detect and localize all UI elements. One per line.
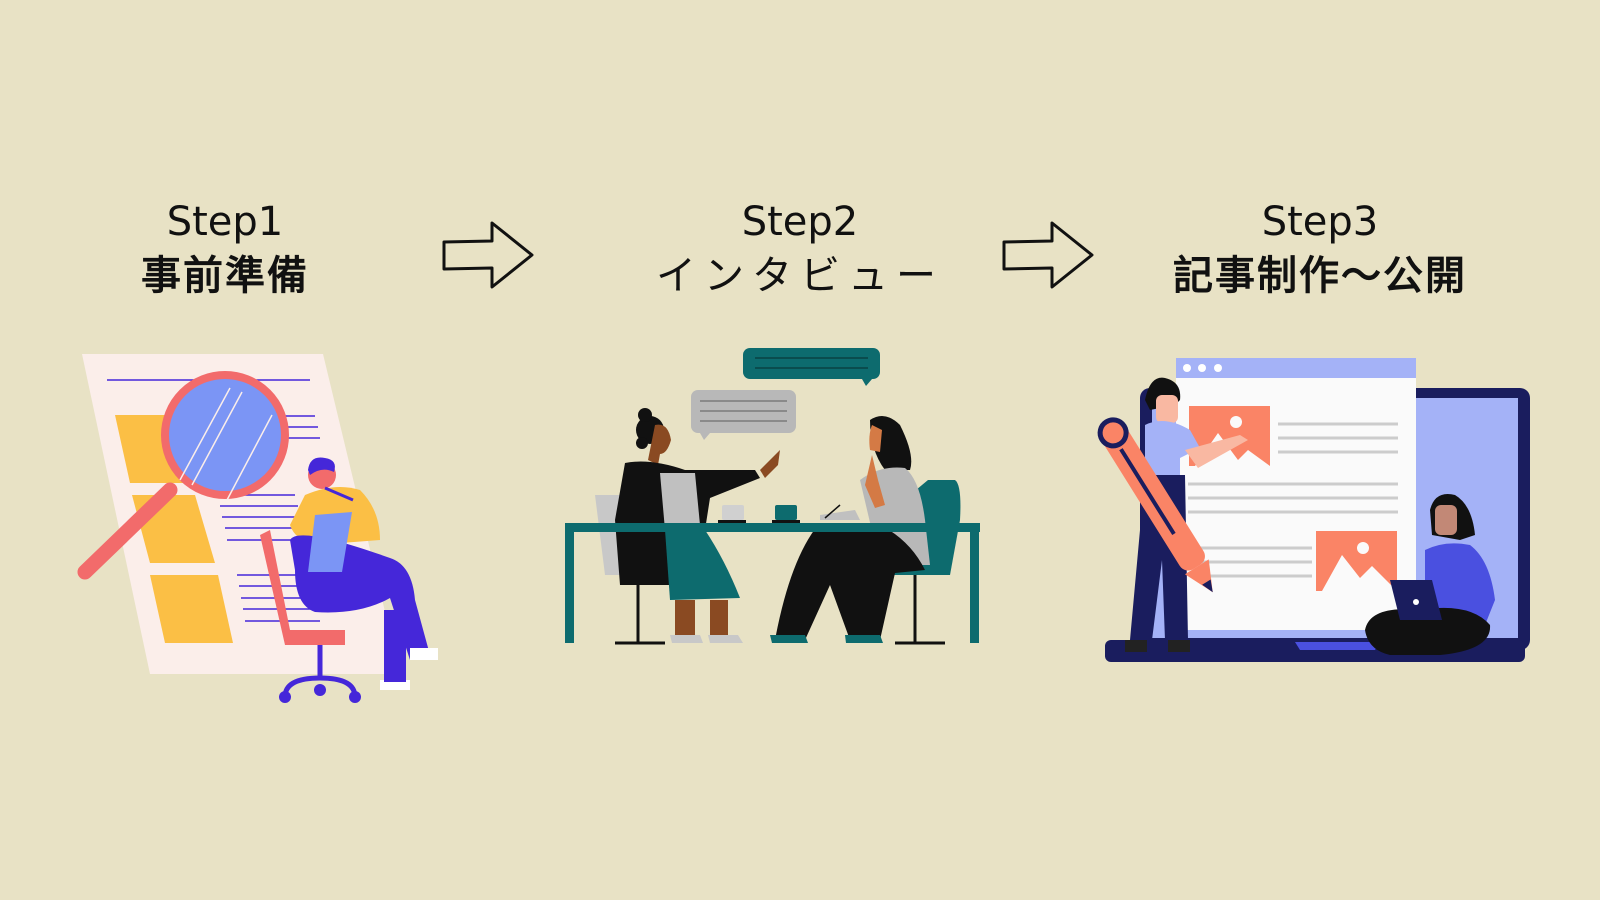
research-magnifier-illustration <box>77 354 438 703</box>
step-1-title: Step1 事前準備 <box>95 195 355 303</box>
step-1-label: Step1 <box>166 199 284 245</box>
step-2-heading: インタビュー <box>656 253 944 299</box>
step-2-title: Step2 インタビュー <box>640 195 960 303</box>
interview-meeting-illustration <box>565 348 980 645</box>
step-3-heading: 記事制作〜公開 <box>1173 253 1467 299</box>
step-3-label: Step3 <box>1261 199 1379 245</box>
step-1-heading: 事前準備 <box>141 253 309 299</box>
right-arrow-outline-icon <box>442 221 534 289</box>
step-3-title: Step3 記事制作〜公開 <box>1130 195 1510 303</box>
step-2-label: Step2 <box>741 199 859 245</box>
right-arrow-outline-icon <box>1002 221 1094 289</box>
article-writing-illustration <box>1097 358 1530 662</box>
